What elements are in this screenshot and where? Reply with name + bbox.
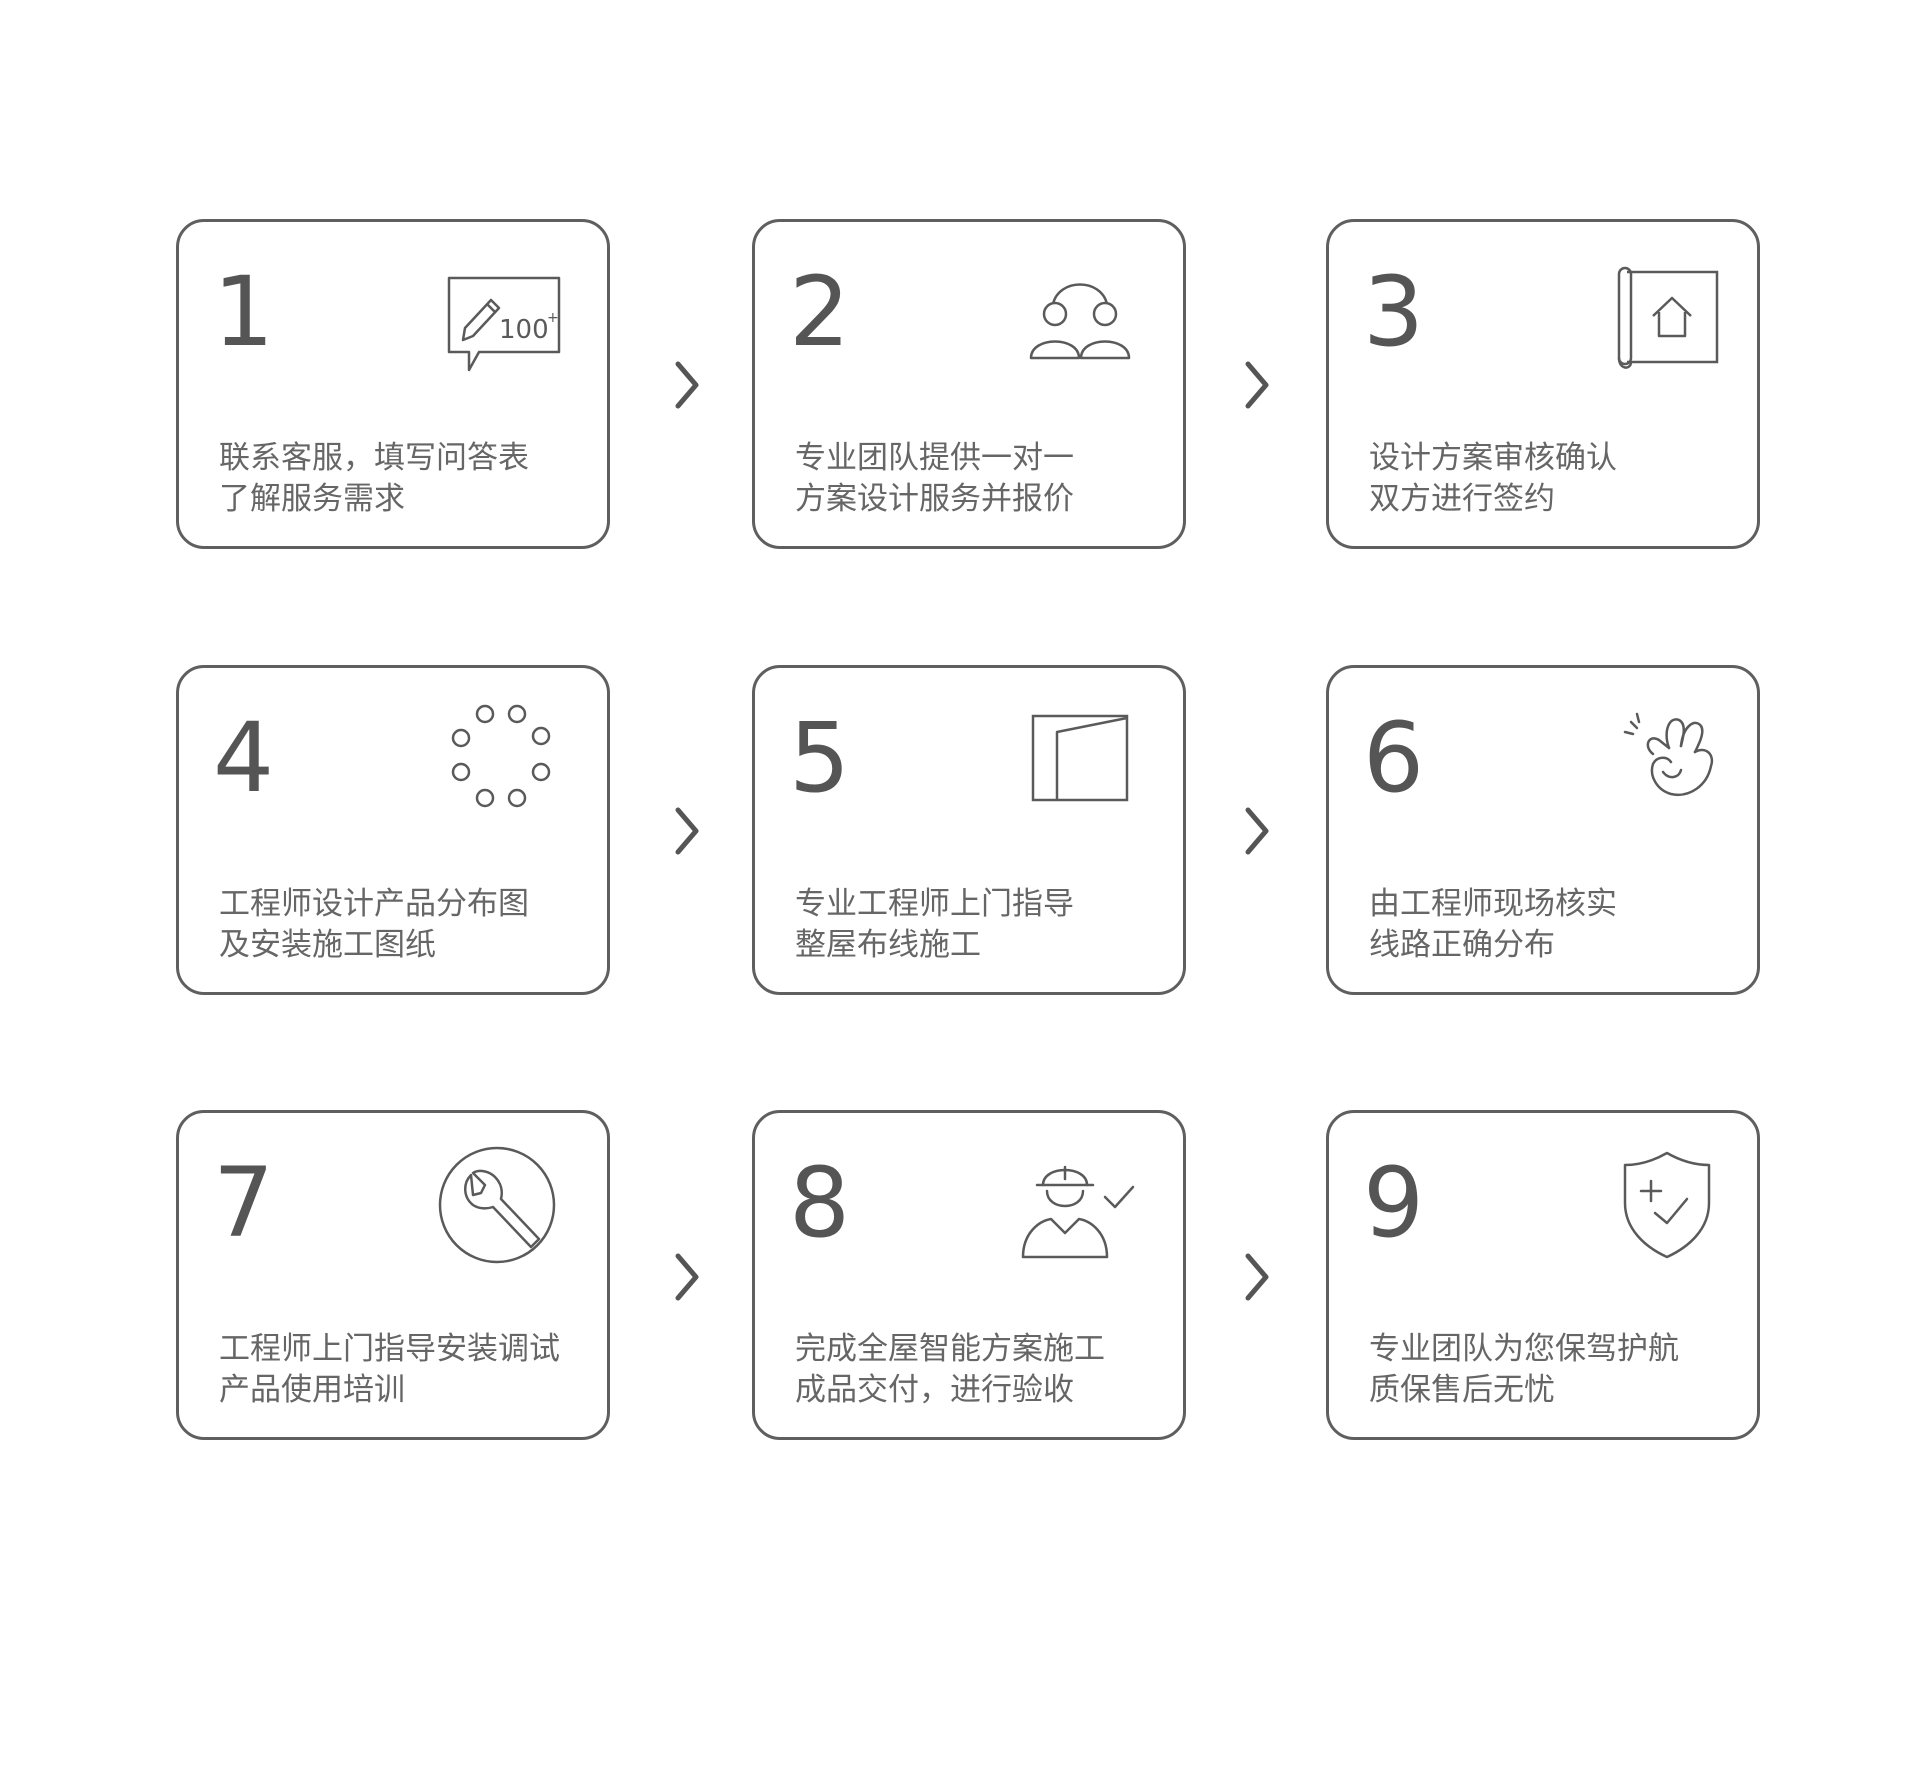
chevron-right-icon bbox=[1242, 360, 1272, 410]
svg-text:+: + bbox=[547, 310, 559, 326]
step-card-4: 4 工程师设计产品分布图 及安装施工图纸 bbox=[176, 665, 610, 995]
feedback-form-icon: 100 + bbox=[445, 274, 565, 374]
step-card-3: 3 设计方案审核确认 双方进行签约 bbox=[1326, 219, 1760, 549]
chevron-right-icon bbox=[672, 1252, 702, 1302]
step-card-7: 7 工程师上门指导安装调试 产品使用培训 bbox=[176, 1110, 610, 1440]
step-number: 2 bbox=[789, 256, 851, 368]
distribution-dots-icon bbox=[441, 702, 561, 822]
chevron-right-icon bbox=[1242, 806, 1272, 856]
wrench-icon bbox=[437, 1145, 561, 1269]
step-card-9: 9 专业团队为您保驾护航 质保售后无忧 bbox=[1326, 1110, 1760, 1440]
chevron-right-icon bbox=[1242, 1252, 1272, 1302]
step-number: 9 bbox=[1363, 1147, 1425, 1259]
step-description: 专业团队为您保驾护航 质保售后无忧 bbox=[1369, 1331, 1679, 1408]
ok-hand-icon bbox=[1623, 702, 1723, 822]
step-card-1: 1 100 + 联系客服，填写问答表 了解服务需求 bbox=[176, 219, 610, 549]
engineer-check-icon bbox=[1021, 1153, 1145, 1263]
step-number: 1 bbox=[213, 256, 275, 368]
step-card-8: 8 完成全屋智能方案施工 成品交付，进行验收 bbox=[752, 1110, 1186, 1440]
team-icon bbox=[1025, 274, 1135, 364]
step-description: 完成全屋智能方案施工 成品交付，进行验收 bbox=[795, 1331, 1105, 1408]
step-number: 8 bbox=[789, 1147, 851, 1259]
house-blueprint-icon bbox=[1617, 266, 1727, 376]
chevron-right-icon bbox=[672, 806, 702, 856]
step-number: 4 bbox=[213, 702, 275, 814]
step-description: 工程师设计产品分布图 及安装施工图纸 bbox=[219, 886, 529, 963]
step-card-2: 2 专业团队提供一对一 方案设计服务并报价 bbox=[752, 219, 1186, 549]
icon-label-100: 100 bbox=[499, 315, 549, 345]
step-description: 联系客服，填写问答表 了解服务需求 bbox=[219, 440, 529, 517]
step-description: 由工程师现场核实 线路正确分布 bbox=[1369, 886, 1617, 963]
step-description: 设计方案审核确认 双方进行签约 bbox=[1369, 440, 1617, 517]
step-card-6: 6 由工程师现场核实 线路正确分布 bbox=[1326, 665, 1760, 995]
step-description: 专业工程师上门指导 整屋布线施工 bbox=[795, 886, 1074, 963]
chevron-right-icon bbox=[672, 360, 702, 410]
step-number: 3 bbox=[1363, 256, 1425, 368]
step-description: 工程师上门指导安装调试 产品使用培训 bbox=[219, 1331, 560, 1408]
step-number: 6 bbox=[1363, 702, 1425, 814]
step-number: 5 bbox=[789, 702, 851, 814]
shield-icon bbox=[1623, 1151, 1713, 1261]
step-number: 7 bbox=[213, 1147, 275, 1259]
door-icon bbox=[1031, 714, 1131, 804]
step-description: 专业团队提供一对一 方案设计服务并报价 bbox=[795, 440, 1074, 517]
step-card-5: 5 专业工程师上门指导 整屋布线施工 bbox=[752, 665, 1186, 995]
